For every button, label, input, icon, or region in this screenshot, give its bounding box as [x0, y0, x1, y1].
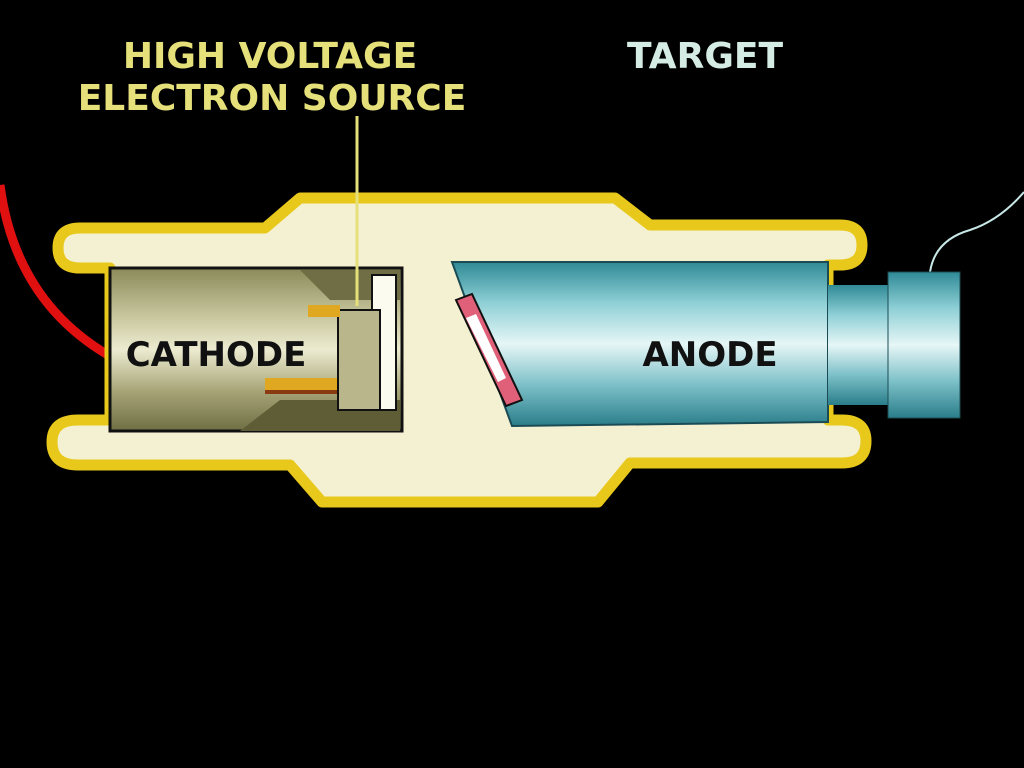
- source-label-line1: HIGH VOLTAGE: [123, 36, 417, 77]
- anode-label: ANODE: [642, 335, 777, 375]
- cathode-label: CATHODE: [126, 335, 307, 375]
- filament-bottom: [265, 378, 337, 392]
- anode-wire: [929, 191, 1024, 273]
- source-label-line2: ELECTRON SOURCE: [78, 78, 467, 119]
- target-label: TARGET: [627, 36, 783, 77]
- filament-top: [308, 305, 340, 317]
- cathode-wire: [0, 184, 111, 359]
- cathode: [108, 266, 404, 433]
- anode: [450, 261, 961, 428]
